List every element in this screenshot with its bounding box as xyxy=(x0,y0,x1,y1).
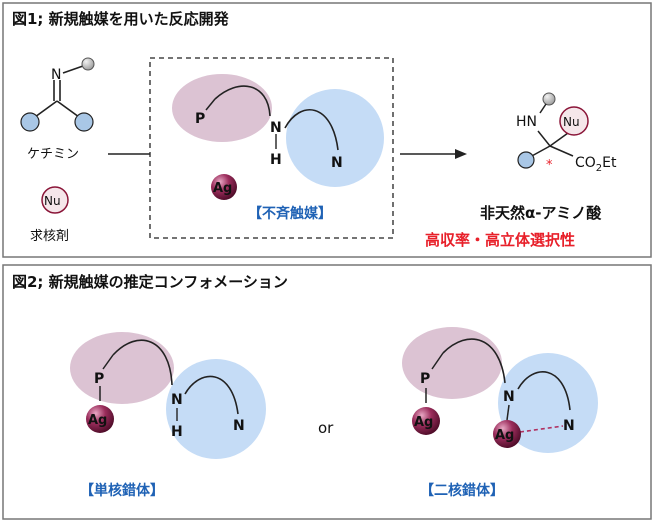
product-nu: Nu xyxy=(563,115,580,129)
phosphine-region xyxy=(172,74,272,142)
di-p: P xyxy=(420,371,430,387)
phosphine-region xyxy=(402,327,502,399)
substituent-circle xyxy=(74,112,94,132)
mono-h: H xyxy=(171,424,183,440)
selectivity-text: 高収率・高立体選択性 xyxy=(425,231,575,249)
ketimine-label: ケチミン xyxy=(27,147,79,162)
panel1-frame xyxy=(2,2,652,258)
catalyst-n2: N xyxy=(331,155,343,171)
nucleophile-symbol: Nu xyxy=(44,194,61,208)
di-ag1: Ag xyxy=(414,415,433,430)
dinuclear-complex: P Ag N Ag N xyxy=(402,327,598,453)
di-ag2: Ag xyxy=(495,428,514,443)
protecting-group-ball xyxy=(81,57,95,71)
mono-n2: N xyxy=(233,418,245,434)
di-n2: N xyxy=(563,418,575,434)
catalyst-n: N xyxy=(270,120,282,136)
dinuclear-label: 【二核錯体】 xyxy=(420,482,504,499)
arrow-head xyxy=(455,149,467,159)
nucleophile-circle xyxy=(559,106,589,136)
product-name: 非天然α-アミノ酸 xyxy=(480,204,602,222)
phosphine-region xyxy=(70,332,174,404)
product-structure: Nu HN * CO2Et xyxy=(516,92,617,174)
silver-ball xyxy=(493,420,521,448)
silver-ball xyxy=(412,407,440,435)
di-n: N xyxy=(503,389,515,405)
nucleophile-circle xyxy=(41,186,69,214)
or-text: or xyxy=(318,419,334,437)
mono-ag: Ag xyxy=(88,413,107,428)
ketimine-n: N xyxy=(51,67,61,83)
mono-p: P xyxy=(94,371,104,387)
product-hn: HN xyxy=(516,114,537,130)
panel1-title: 図1; 新規触媒を用いた反応開発 xyxy=(12,10,230,28)
ag-n-coordination xyxy=(519,425,564,433)
panel2-title: 図2; 新規触媒の推定コンフォメーション xyxy=(12,273,288,291)
substituent-circle xyxy=(20,112,40,132)
catalyst-p: P xyxy=(195,111,205,127)
panel2-frame xyxy=(2,264,652,520)
ketimine-structure: N xyxy=(20,57,95,132)
silver-ball xyxy=(211,174,237,200)
catalyst-label: 【不斉触媒】 xyxy=(248,205,332,222)
catalyst-box xyxy=(149,57,394,239)
catalyst-ag: Ag xyxy=(213,181,232,196)
amine-region xyxy=(498,353,598,453)
stereocenter-star: * xyxy=(546,158,553,173)
nucleophile-label: 求核剤 xyxy=(30,228,69,244)
protecting-group-ball xyxy=(542,92,556,106)
mononuclear-label: 【単核錯体】 xyxy=(80,482,164,499)
substituent-circle xyxy=(517,151,535,169)
silver-ball xyxy=(86,405,114,433)
amine-region xyxy=(166,359,266,459)
mono-n: N xyxy=(171,392,183,408)
catalyst-h: H xyxy=(270,152,282,168)
mononuclear-complex: P Ag N H N xyxy=(70,332,266,459)
product-ester: CO2Et xyxy=(575,155,617,174)
catalyst-structure: P N H N Ag xyxy=(172,74,384,200)
